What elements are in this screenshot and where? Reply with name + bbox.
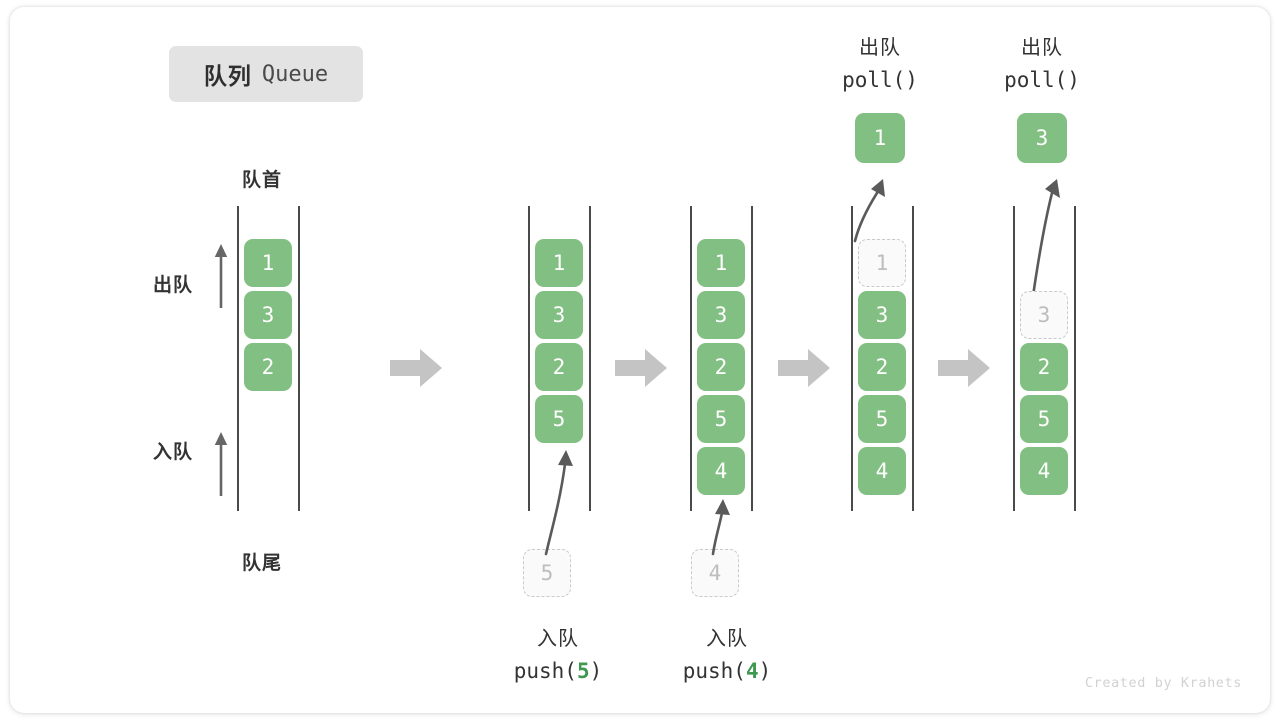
poll1-header-code: poll() — [842, 68, 918, 92]
enqueue-pointer-arrow-icon — [711, 499, 730, 556]
watermark-credit: Created by Krahets — [1084, 675, 1242, 691]
poll3-header: 出队 poll() — [967, 33, 1117, 97]
step-arrow-icon — [778, 349, 830, 387]
queue-cell: 2 — [697, 343, 745, 391]
poll1-header-cn: 出队 — [859, 37, 901, 59]
queue-cell: 3 — [535, 291, 583, 339]
queue-cell: 2 — [1020, 343, 1068, 391]
queue-rail-left — [851, 206, 853, 511]
step-arrow-icon — [390, 349, 442, 387]
push5-code-suffix: ) — [589, 659, 603, 683]
push5-caption: 入队 push(5) — [463, 624, 653, 688]
queue-rail-right — [589, 206, 591, 511]
poll1-header: 出队 poll() — [805, 33, 955, 97]
queue-cell: 2 — [535, 343, 583, 391]
queue-cell: 5 — [697, 395, 745, 443]
queue-cell-ghost: 1 — [858, 239, 906, 287]
popped-cell: 1 — [855, 113, 905, 163]
queue-cell: 1 — [244, 239, 292, 287]
queue-cell: 2 — [244, 343, 292, 391]
step-arrow-icon — [615, 349, 667, 387]
queue-rear-label: 队尾 — [242, 553, 283, 574]
queue-cell: 3 — [697, 291, 745, 339]
enqueue-direction-label: 入队 — [153, 442, 194, 463]
queue-rail-left — [1013, 206, 1015, 511]
push5-caption-code: push(5) — [463, 655, 653, 688]
queue-cell: 3 — [858, 291, 906, 339]
queue-cell: 4 — [858, 447, 906, 495]
queue-rail-left — [237, 206, 239, 511]
enqueue-pointer-arrow-icon — [544, 450, 573, 556]
incoming-ghost-cell: 5 — [523, 549, 571, 597]
queue-rail-left — [528, 206, 530, 511]
poll3-header-cn: 出队 — [1021, 37, 1063, 59]
enqueue-direction-arrow-icon — [214, 432, 228, 496]
title-cn: 队列 — [203, 63, 252, 89]
queue-cell: 5 — [858, 395, 906, 443]
queue-rail-left — [690, 206, 692, 511]
dequeue-direction-label: 出队 — [153, 275, 194, 296]
queue-cell: 4 — [697, 447, 745, 495]
step-arrow-icon — [938, 349, 990, 387]
title-badge: 队列 Queue — [169, 46, 363, 102]
poll3-header-code: poll() — [1004, 68, 1080, 92]
push5-code-arg: 5 — [576, 659, 590, 683]
incoming-ghost-cell: 4 — [691, 549, 739, 597]
title-en: Queue — [261, 61, 329, 87]
queue-rail-right — [751, 206, 753, 511]
queue-cell: 5 — [535, 395, 583, 443]
queue-rail-right — [912, 206, 914, 511]
poll-pointer-arrow-icon — [853, 179, 885, 243]
push4-code-prefix: push( — [682, 659, 746, 683]
queue-rail-right — [298, 206, 300, 511]
queue-cell: 3 — [244, 291, 292, 339]
queue-front-label: 队首 — [242, 170, 283, 191]
push4-caption: 入队 push(4) — [632, 624, 822, 688]
push4-caption-cn: 入队 — [706, 628, 748, 650]
queue-cell: 4 — [1020, 447, 1068, 495]
queue-cell-ghost: 3 — [1020, 291, 1068, 339]
push4-code-arg: 4 — [745, 659, 759, 683]
push5-caption-cn: 入队 — [537, 628, 579, 650]
queue-cell: 1 — [697, 239, 745, 287]
dequeue-direction-arrow-icon — [214, 244, 228, 308]
diagram-canvas: 队列 Queue 队首 队尾 出队 入队 1 3 2 1 3 2 5 5 — [10, 7, 1270, 713]
push4-caption-code: push(4) — [632, 655, 822, 688]
popped-cell: 3 — [1017, 113, 1067, 163]
queue-rail-right — [1074, 206, 1076, 511]
queue-cell: 5 — [1020, 395, 1068, 443]
queue-cell: 2 — [858, 343, 906, 391]
queue-cell: 1 — [535, 239, 583, 287]
push5-code-prefix: push( — [513, 659, 577, 683]
push4-code-suffix: ) — [758, 659, 772, 683]
